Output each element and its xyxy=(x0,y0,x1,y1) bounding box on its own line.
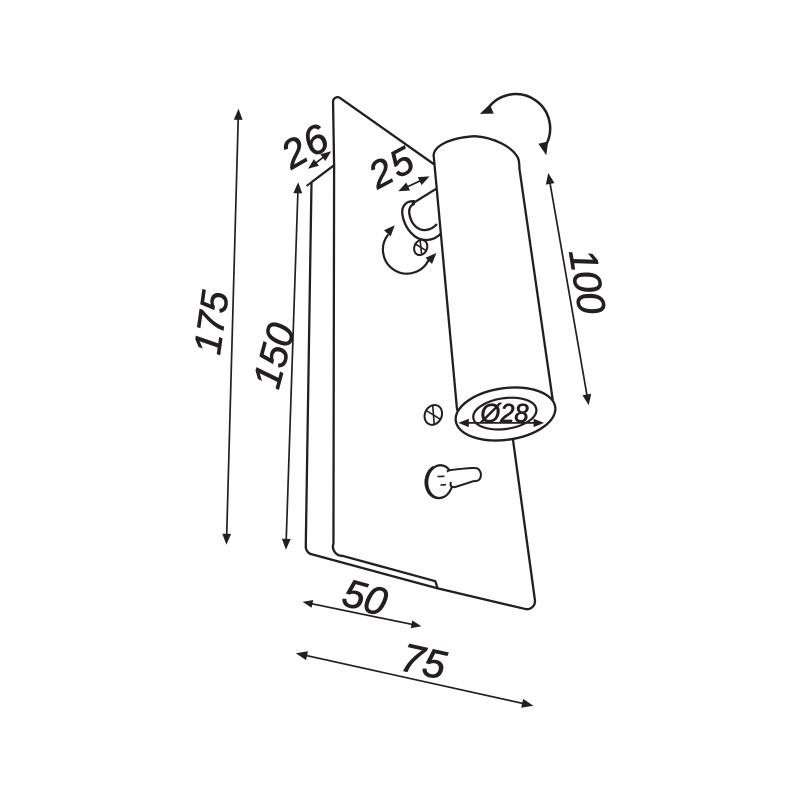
svg-text:175: 175 xyxy=(187,288,238,357)
svg-text:100: 100 xyxy=(560,246,613,317)
svg-text:75: 75 xyxy=(397,636,451,689)
svg-text:Ø28: Ø28 xyxy=(479,400,529,428)
